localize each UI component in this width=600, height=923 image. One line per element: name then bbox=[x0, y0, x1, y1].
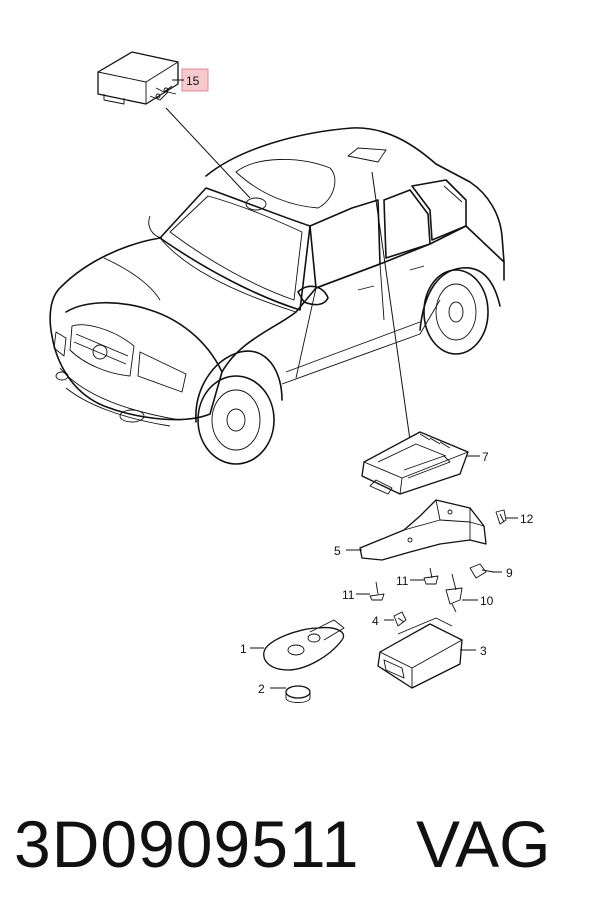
part-4-clip bbox=[393, 611, 407, 627]
callout-1: 1 bbox=[240, 642, 247, 656]
callout-2: 2 bbox=[258, 682, 265, 696]
callout-11-right: 11 bbox=[396, 574, 409, 588]
part-3-module bbox=[377, 617, 463, 689]
callout-5: 5 bbox=[334, 544, 341, 558]
brand-text: VAG bbox=[416, 807, 551, 881]
part-12-clip bbox=[495, 509, 507, 525]
callout-4: 4 bbox=[372, 614, 379, 628]
part-11-screw-left bbox=[369, 581, 385, 601]
part-10-connector bbox=[445, 573, 463, 613]
part-1-key-fob bbox=[263, 619, 345, 671]
callout-12: 12 bbox=[520, 512, 534, 526]
part-15-control-unit bbox=[97, 51, 179, 105]
callout-3: 3 bbox=[480, 644, 487, 658]
parts-diagram: 15 bbox=[49, 51, 534, 703]
part-11-screw-right bbox=[423, 567, 439, 585]
callout-15: 15 bbox=[186, 74, 200, 88]
callout-9: 9 bbox=[506, 566, 513, 580]
callout-7: 7 bbox=[482, 450, 489, 464]
part-2-coin-battery bbox=[285, 685, 311, 703]
callout-10: 10 bbox=[480, 594, 494, 608]
part-7-module bbox=[361, 431, 469, 495]
vehicle-illustration bbox=[49, 127, 505, 465]
part-5-bracket bbox=[359, 499, 487, 561]
part-9-bolt bbox=[469, 563, 495, 579]
callout-11-left: 11 bbox=[342, 588, 355, 602]
part-number-text: 3D0909511 bbox=[14, 807, 360, 881]
